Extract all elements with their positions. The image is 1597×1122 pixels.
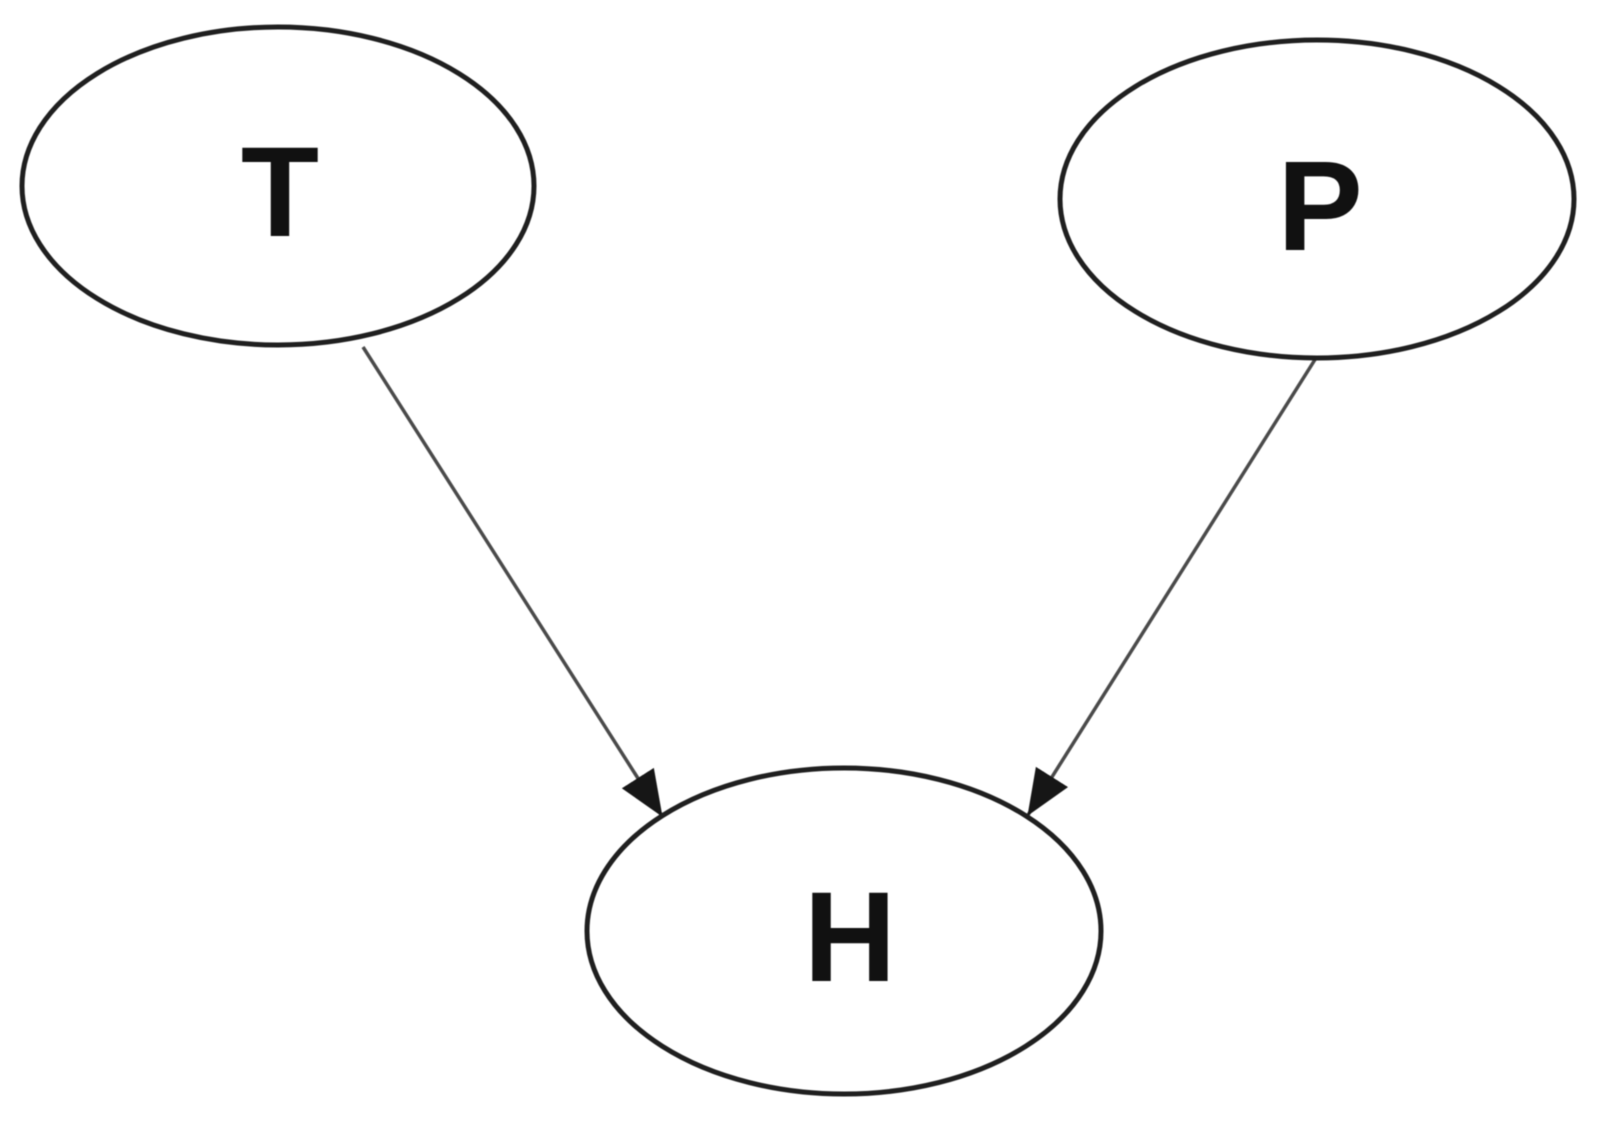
node-t: T — [19, 24, 537, 348]
node-label-h: H — [804, 866, 896, 1009]
node-label-p: P — [1277, 135, 1362, 278]
node-h: H — [584, 765, 1104, 1097]
node-ellipse-t — [19, 24, 537, 348]
node-p: P — [1057, 37, 1577, 361]
node-ellipse-p — [1057, 37, 1577, 361]
edge-t-to-h — [361, 346, 664, 817]
node-label-t: T — [241, 121, 319, 264]
node-ellipse-h — [584, 765, 1104, 1097]
edge-p-to-h — [1026, 357, 1318, 816]
